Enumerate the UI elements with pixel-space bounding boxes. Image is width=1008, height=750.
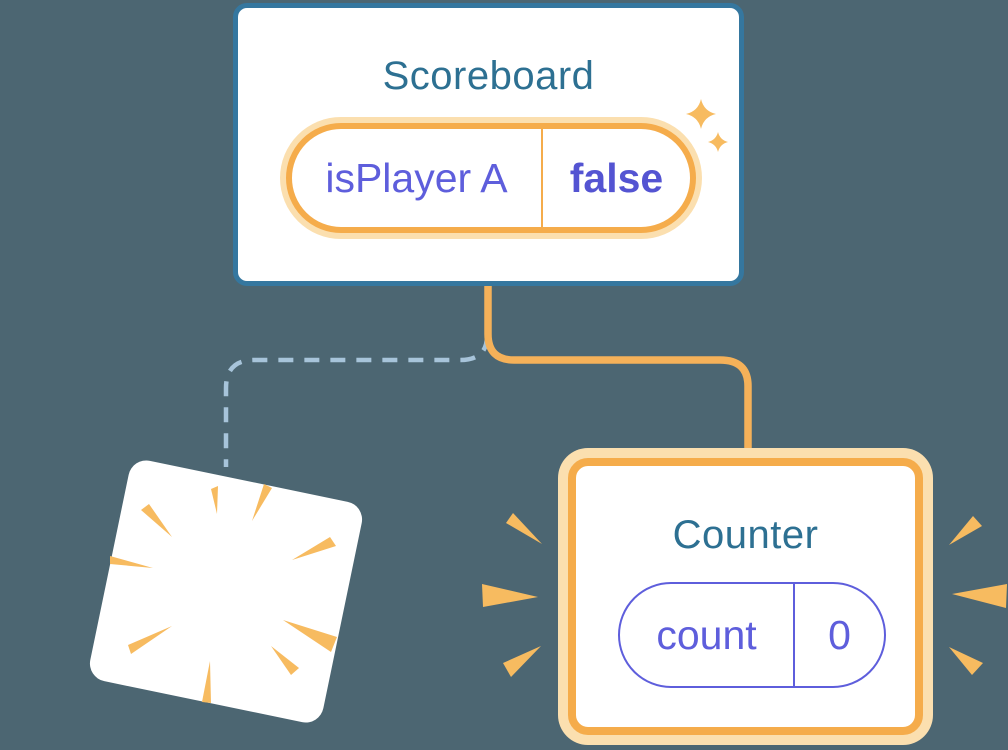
counter-component-card: Counter count 0: [568, 458, 923, 735]
emphasis-rays-right-icon: [949, 516, 1007, 675]
removed-branch-connector-dashed: [223, 335, 490, 467]
scoreboard-state-value: false: [541, 129, 690, 227]
counter-title: Counter: [672, 513, 819, 557]
counter-state-key: count: [656, 611, 757, 658]
scoreboard-state-pill: isPlayer A false: [286, 123, 696, 233]
counter-branch-connector: [484, 280, 752, 456]
scoreboard-title: Scoreboard: [382, 54, 595, 98]
counter-state-value: 0: [793, 584, 884, 686]
counter-state-pill: count 0: [618, 582, 886, 688]
removed-component-card: [86, 457, 366, 726]
scoreboard-component-card: Scoreboard isPlayer A false: [233, 3, 744, 286]
scoreboard-state-key: isPlayer A: [325, 154, 508, 201]
emphasis-rays-left-icon: [482, 513, 542, 677]
